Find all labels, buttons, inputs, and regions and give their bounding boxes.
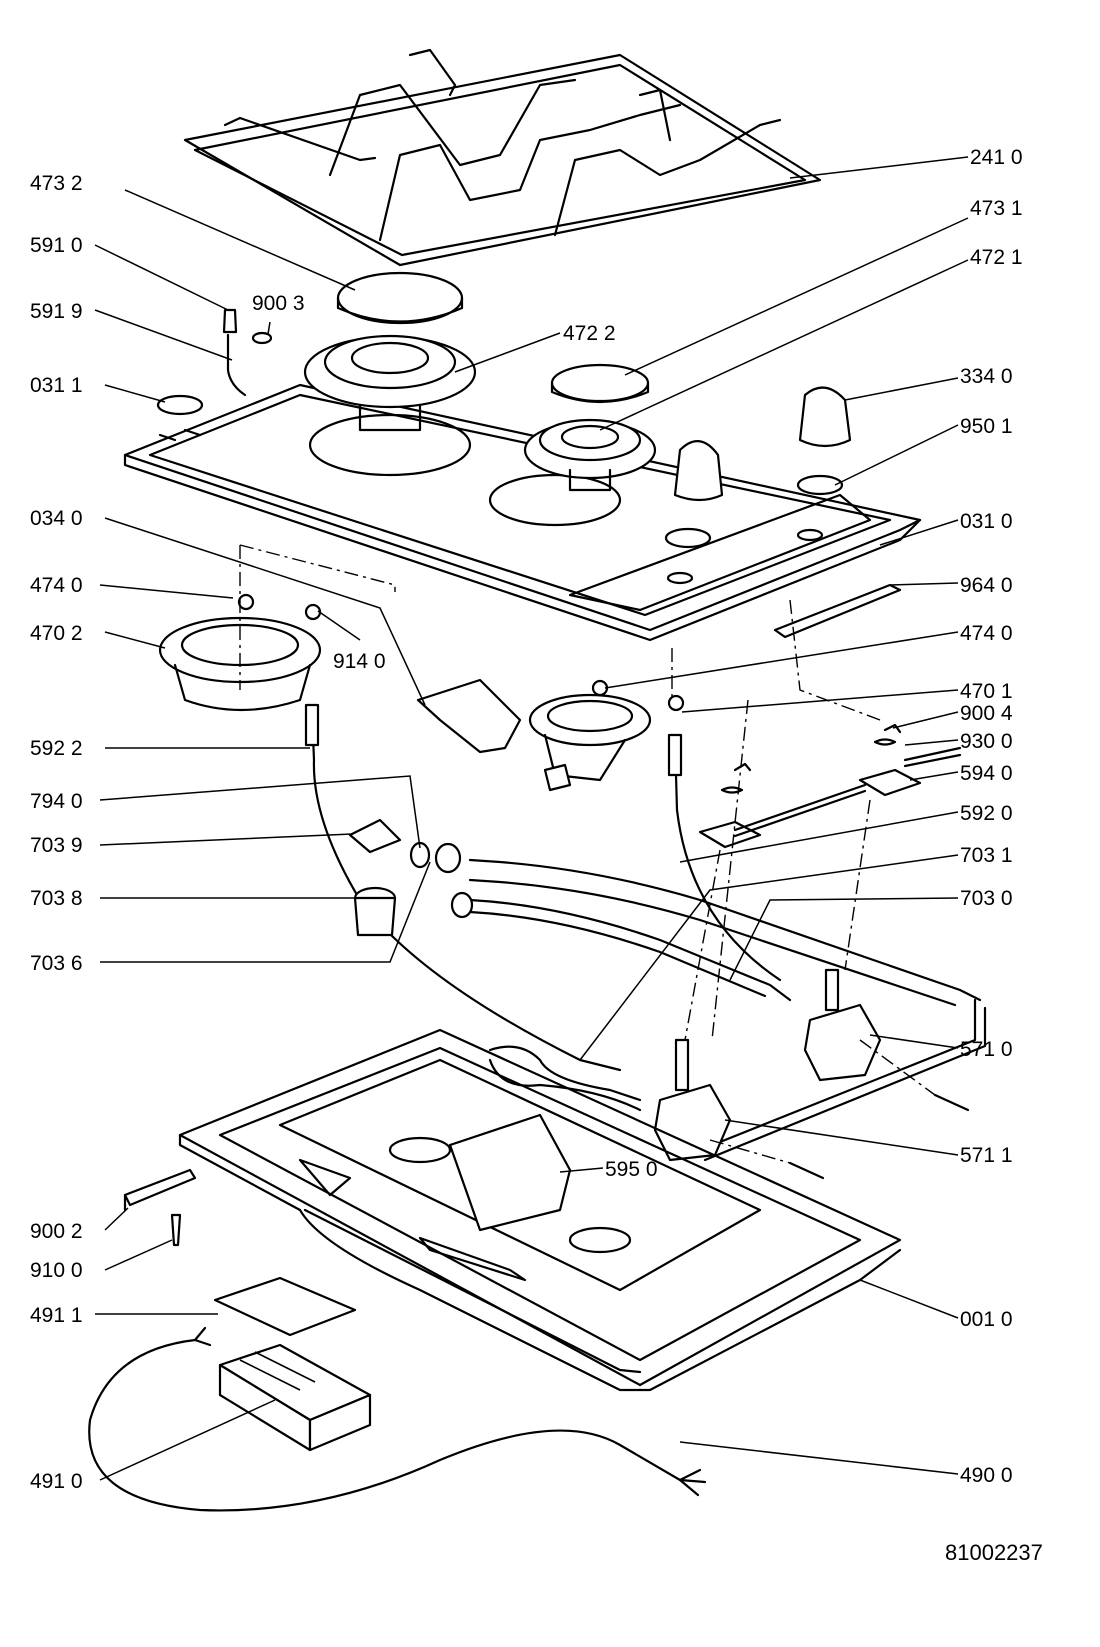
callout-490-0: 490 0: [960, 1464, 1013, 1487]
callout-964-0: 964 0: [960, 574, 1013, 597]
callout-595-0: 595 0: [605, 1158, 658, 1181]
callout-703-1: 703 1: [960, 844, 1013, 867]
callout-474-0-left: 474 0: [30, 574, 83, 597]
callout-592-2: 592 2: [30, 737, 83, 760]
clamp-and-screw: [123, 1168, 197, 1247]
bracket-plate: [416, 678, 522, 754]
document-number: 81002237: [945, 1540, 1043, 1565]
callout-241-0: 241 0: [970, 146, 1023, 169]
gasket-strip: [773, 583, 902, 639]
callout-labels: 241 0 473 2 591 0 900 3 591 9 031 1 473 …: [30, 146, 1023, 1493]
callout-473-2: 473 2: [30, 172, 83, 195]
callout-703-9: 703 9: [30, 834, 83, 857]
callout-592-0: 592 0: [960, 802, 1013, 825]
callout-914-0: 914 0: [333, 650, 386, 673]
callout-950-1: 950 1: [960, 415, 1013, 438]
base-tray: [178, 1028, 902, 1392]
callout-900-2: 900 2: [30, 1220, 83, 1243]
callout-703-8: 703 8: [30, 887, 83, 910]
callout-591-0: 591 0: [30, 234, 83, 257]
callout-031-1: 031 1: [30, 374, 83, 397]
right-burner-cup: [528, 679, 685, 792]
callout-474-0-right: 474 0: [960, 622, 1013, 645]
leader-lines: [94, 156, 969, 1481]
callout-794-0: 794 0: [30, 790, 83, 813]
callout-334-0: 334 0: [960, 365, 1013, 388]
gas-taps: [653, 968, 970, 1180]
callout-703-0: 703 0: [960, 887, 1013, 910]
callout-910-0: 910 0: [30, 1259, 83, 1282]
mains-cable: [88, 1326, 707, 1512]
hob-top-plate: [123, 383, 922, 642]
callout-900-3: 900 3: [252, 292, 305, 315]
gas-pipes: [348, 818, 987, 1162]
pan-support-grid: [183, 48, 822, 267]
callout-703-6: 703 6: [30, 952, 83, 975]
small-burner: [523, 363, 657, 492]
control-knobs: [664, 386, 852, 549]
callout-594-0: 594 0: [960, 762, 1013, 785]
callout-571-0: 571 0: [960, 1038, 1013, 1061]
callout-034-0: 034 0: [30, 507, 83, 530]
small-parts: [156, 308, 273, 416]
callout-470-1: 470 1: [960, 680, 1013, 703]
callout-491-0: 491 0: [30, 1470, 83, 1493]
callout-591-9: 591 9: [30, 300, 83, 323]
callout-900-4: 900 4: [960, 702, 1013, 725]
callout-571-1: 571 1: [960, 1144, 1013, 1167]
callout-472-1: 472 1: [970, 246, 1023, 269]
callout-470-2: 470 2: [30, 622, 83, 645]
callout-930-0: 930 0: [960, 730, 1013, 753]
large-burner: [303, 271, 477, 432]
callout-031-0: 031 0: [960, 510, 1013, 533]
ignition-switch-bar: [698, 723, 962, 849]
callout-001-0: 001 0: [960, 1308, 1013, 1331]
terminal-assembly: [213, 1276, 372, 1452]
callout-473-1: 473 1: [970, 197, 1023, 220]
callout-491-1: 491 1: [30, 1304, 83, 1327]
callout-472-2: 472 2: [563, 322, 616, 345]
